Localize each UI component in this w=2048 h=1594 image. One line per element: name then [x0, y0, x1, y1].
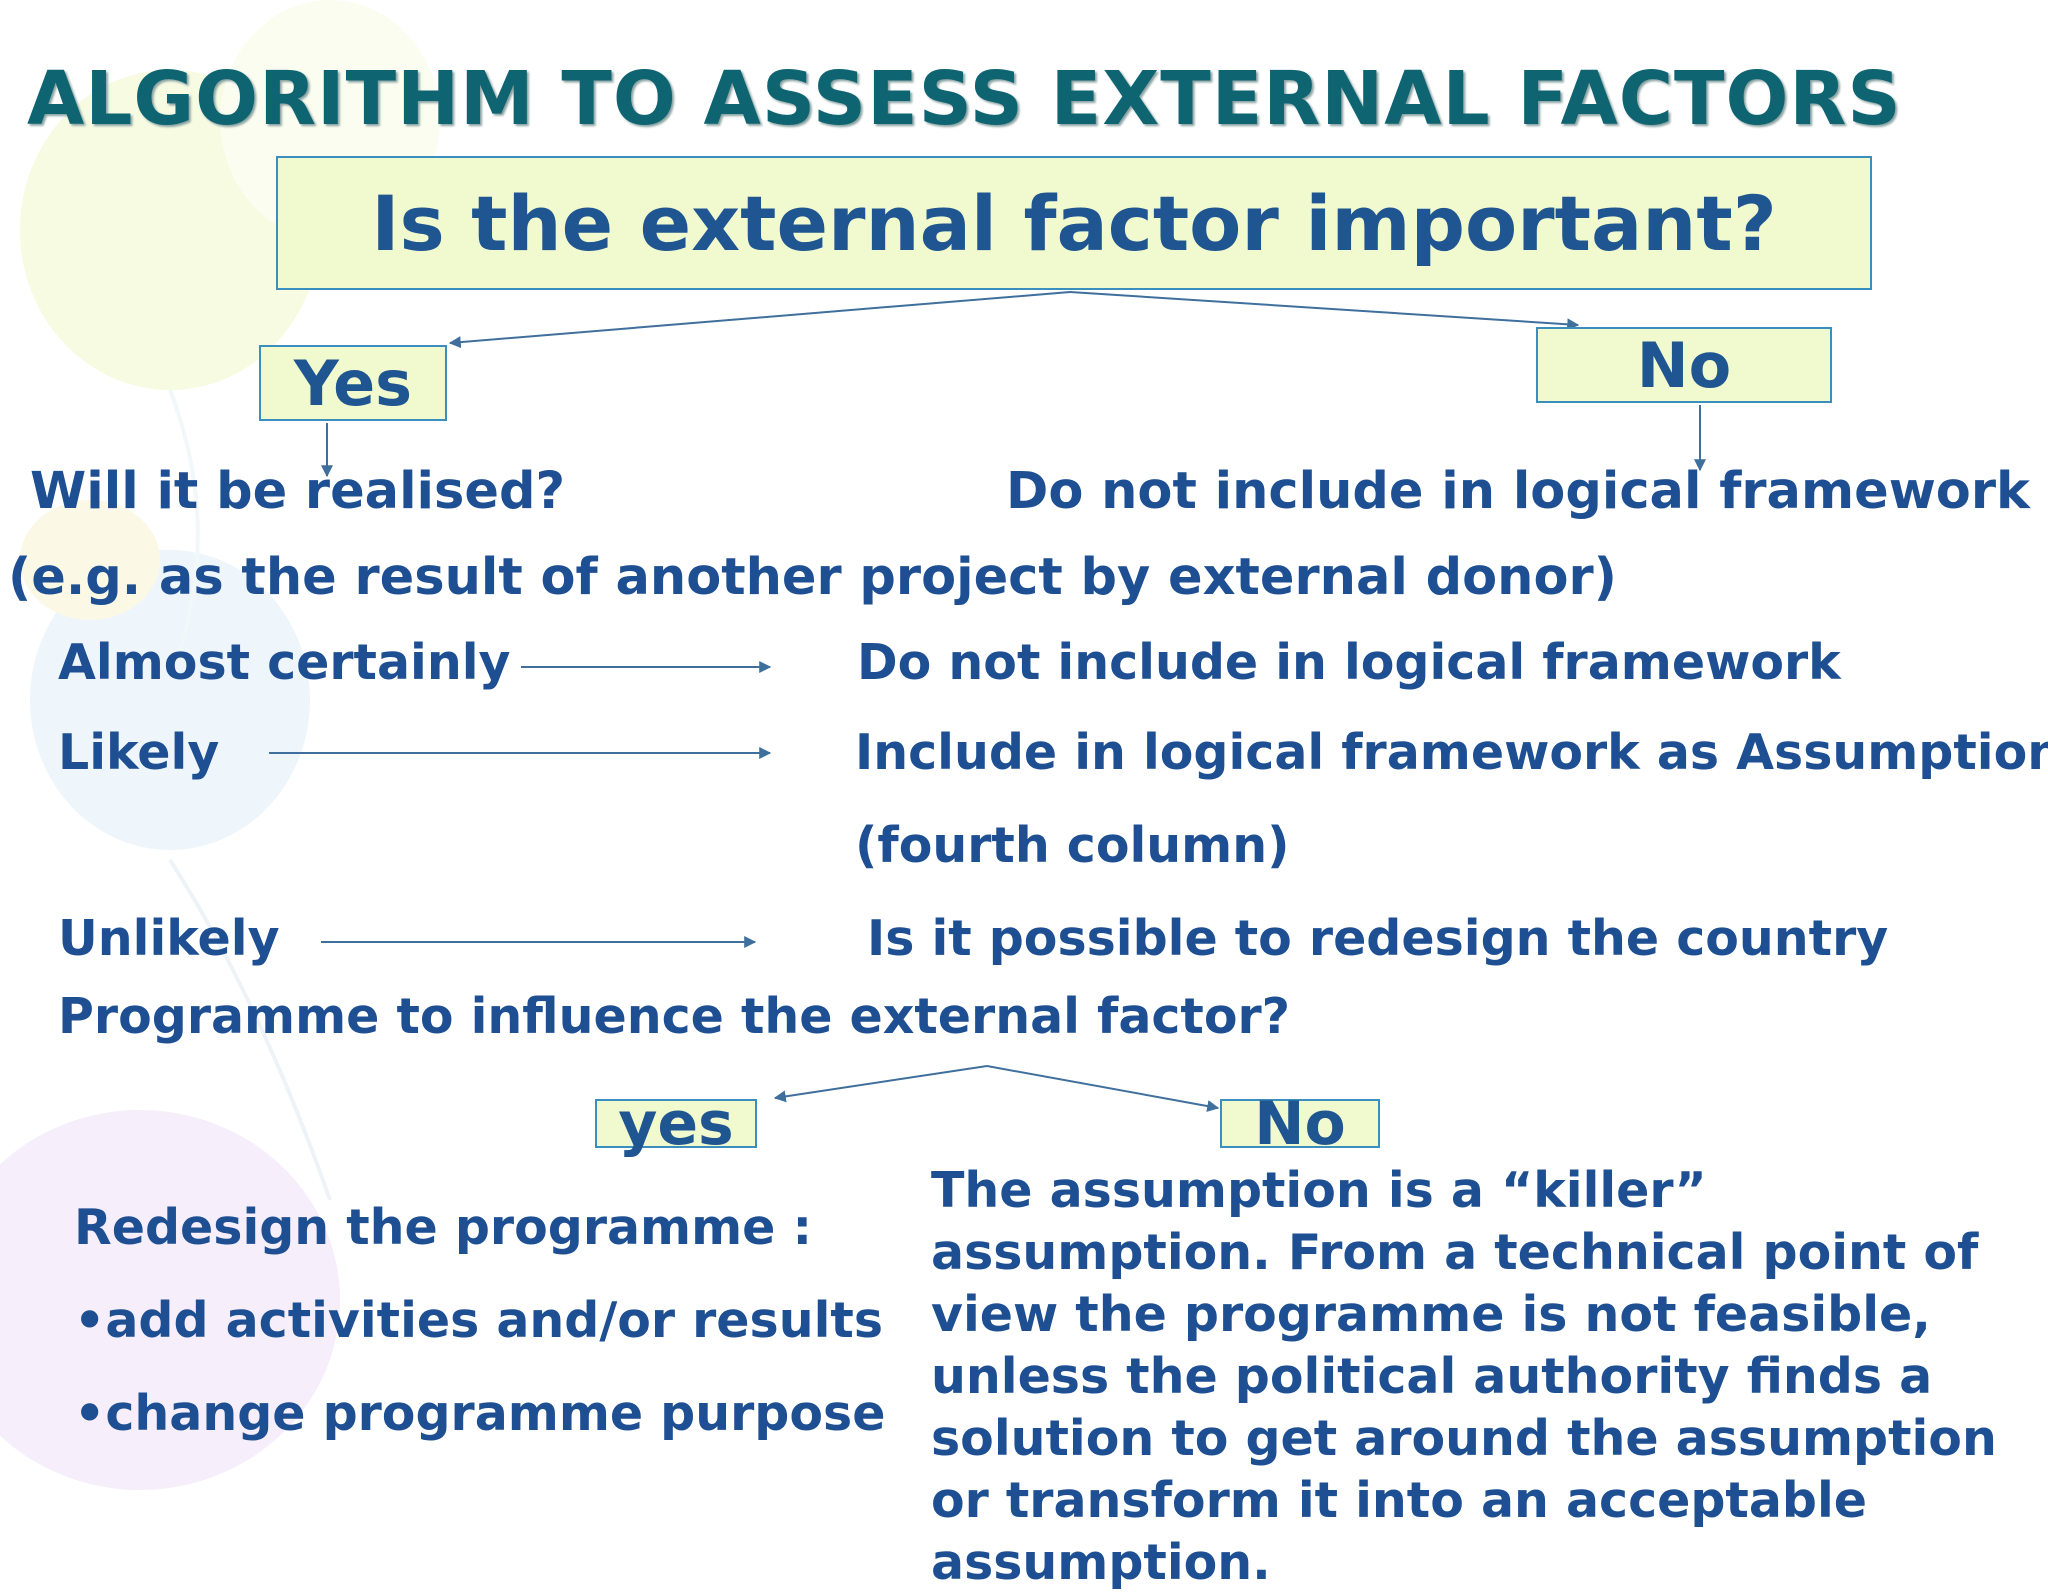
- likelihood-outcome-likely-cont: (fourth column): [855, 817, 1290, 874]
- redesign-item: •change programme purpose: [74, 1385, 886, 1442]
- likelihood-outcome-likely: Include in logical framework as Assumpti…: [855, 724, 2048, 781]
- no-label: No: [1636, 328, 1732, 402]
- likelihood-outcome-unlikely: Is it possible to redesign the country: [867, 910, 1889, 967]
- arrow-to-no2: [986, 1065, 1220, 1112]
- decorative-balloons-background: [0, 0, 440, 1490]
- question-text: Is the external factor important?: [371, 178, 1777, 268]
- page-title: ALGORITHM TO ASSESS EXTERNAL FACTORS: [27, 56, 1902, 142]
- arrow-to-yes2: [773, 1065, 988, 1103]
- question-box: Is the external factor important?: [276, 156, 1872, 290]
- yes2-box: yes: [595, 1089, 757, 1159]
- redesign-item: •add activities and/or results: [74, 1292, 883, 1349]
- no-box: No: [1536, 327, 1832, 403]
- likelihood-outcome-almost-certainly: Do not include in logical framework: [857, 634, 1841, 691]
- redesign-heading: Redesign the programme :: [74, 1199, 813, 1256]
- arrow-to-no: [1069, 291, 1580, 331]
- realised-question: Will it be realised?: [30, 462, 566, 521]
- example-note: (e.g. as the result of another project b…: [8, 548, 1617, 607]
- likelihood-label-likely: Likely: [58, 724, 220, 781]
- yes-label: Yes: [293, 346, 413, 420]
- arrow-to-yes: [448, 291, 1071, 349]
- redesign-question-cont: Programme to influence the external fact…: [58, 988, 1291, 1045]
- likelihood-label-unlikely: Unlikely: [58, 910, 280, 967]
- connector-arrows: [269, 291, 1706, 1112]
- no2-box: No: [1220, 1089, 1380, 1159]
- likelihood-label-almost-certainly: Almost certainly: [58, 634, 511, 691]
- killer-assumption-text: The assumption is a “killer” assumption.…: [931, 1162, 1997, 1591]
- yes2-label: yes: [618, 1088, 734, 1159]
- no-outcome: Do not include in logical framework: [1006, 462, 2030, 521]
- no2-label: No: [1254, 1088, 1346, 1159]
- yes-box: Yes: [259, 345, 447, 421]
